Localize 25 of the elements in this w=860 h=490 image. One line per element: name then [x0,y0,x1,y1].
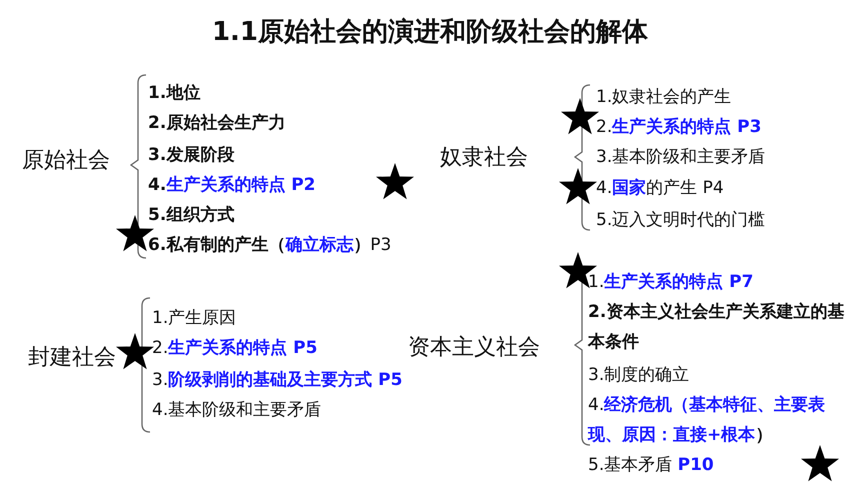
section-heading: 资本主义社会 [408,334,540,362]
list-item: 2.原始社会生产力 [148,112,286,135]
list-item: 5.组织方式 [148,204,234,227]
list-item: 1.生产关系的特点 P7 [588,271,754,294]
list-item: 4.生产关系的特点 P2 [148,174,316,197]
title: 1.1原始社会的演进和阶级社会的解体 [210,16,650,49]
list-item: 3.阶级剥削的基础及主要方式 P5 [152,369,402,392]
list-item: 4.国家的产生 P4 [596,177,724,200]
list-item: 2.生产关系的特点 P3 [596,116,762,139]
list-item: 5.迈入文明时代的门槛 [596,209,766,232]
section-heading: 奴隶社会 [440,144,528,172]
list-item: 6.私有制的产生（确立标志）P3 [148,234,392,257]
list-item: 4.基本阶级和主要矛盾 [152,399,322,422]
list-item: 3.制度的确立 [588,364,690,387]
section-heading: 原始社会 [22,147,110,175]
list-item: 1.地位 [148,82,200,105]
list-item: 2.生产关系的特点 P5 [152,337,318,360]
list-item: 4.经济危机（基本特征、主要表现、原因：直接+根本） [588,394,826,447]
list-item: 5.基本矛盾 P10 [588,454,714,477]
list-item: 1.奴隶社会的产生 [596,86,732,109]
list-item: 2.资本主义社会生产关系建立的基本条件 [588,301,846,354]
list-item: 3.发展阶段 [148,144,234,167]
list-item: 3.基本阶级和主要矛盾 [596,146,766,169]
list-item: 1.产生原因 [152,307,236,330]
section-heading: 封建社会 [28,344,116,372]
